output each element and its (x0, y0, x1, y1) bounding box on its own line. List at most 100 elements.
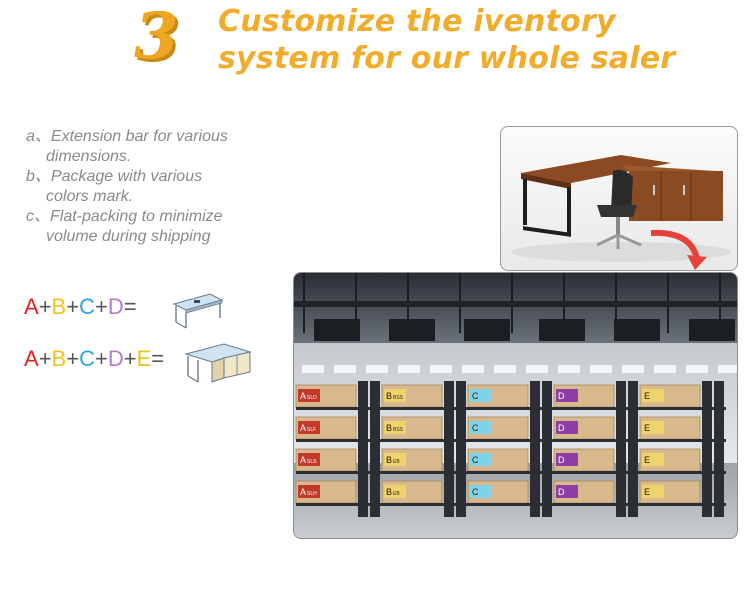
shelf-label-code: EB (393, 491, 400, 497)
shelf-label-letter: E (644, 391, 650, 401)
feature-item-a: a、Extension bar for various dimensions. (26, 127, 228, 167)
shelf-label-letter: D (558, 391, 565, 401)
shelf-label-letter: D (558, 487, 565, 497)
color-tag (470, 453, 492, 466)
shelf-beam (468, 471, 554, 474)
shelf-label-code: BSS (393, 395, 404, 401)
shelf-label-letter: C (472, 455, 479, 465)
color-tag (384, 421, 406, 434)
shelf-label-letter: B (386, 487, 392, 497)
feature-item-b: b、Package with various colors mark. (26, 167, 202, 207)
color-tag (556, 453, 578, 466)
feature-text: Extension bar for various (50, 128, 228, 145)
letter-e: E (136, 346, 152, 371)
office-desk-photo (500, 126, 738, 271)
l-shaped-desk-icon (184, 343, 252, 383)
formula-row-1: A+B+C+D= (24, 295, 137, 319)
feature-marker: b、 (26, 168, 51, 185)
color-tag (470, 421, 492, 434)
wall-window (334, 365, 356, 373)
wall-window (654, 365, 676, 373)
color-tag (384, 485, 406, 498)
plus-sign: + (66, 346, 80, 371)
shelf-beam (296, 439, 382, 442)
simple-desk-icon (172, 293, 224, 329)
ceiling-light-panel (614, 319, 660, 341)
shelf-beam (640, 503, 726, 506)
rack-upright (542, 381, 552, 517)
shelf-beam (468, 407, 554, 410)
feature-marker: a、 (26, 128, 51, 145)
color-tag (470, 389, 492, 402)
shelf-beam (382, 407, 468, 410)
color-tag (384, 389, 406, 402)
wall-window (526, 365, 548, 373)
plus-sign: + (94, 346, 108, 371)
feature-item-c: c、Flat-packing to minimize volume during… (26, 207, 223, 247)
shelf-beam (554, 439, 640, 442)
equals-sign: = (123, 294, 137, 319)
color-tag (556, 389, 578, 402)
ceiling-light-panel (389, 319, 435, 341)
color-tag (298, 421, 320, 434)
shelf-label-code: BSS (393, 427, 404, 433)
shelf-beam (640, 439, 726, 442)
letter-a: A (24, 294, 39, 319)
ceiling-light-panel (464, 319, 510, 341)
letter-a: A (24, 346, 39, 371)
color-tag (384, 453, 406, 466)
wall-window (686, 365, 708, 373)
wall-window (494, 365, 516, 373)
rack-upright (530, 381, 540, 517)
rack-upright (444, 381, 454, 517)
wall-window (430, 365, 452, 373)
plus-sign: + (38, 346, 52, 371)
shelf-label-letter: B (386, 391, 392, 401)
shelf-beam (640, 407, 726, 410)
shelf-label-letter: D (558, 455, 565, 465)
page-title-line2: system for our whole saler (218, 41, 676, 76)
shelf-label-letter: B (386, 423, 392, 433)
rack-upright (358, 381, 368, 517)
formula-row-2: A+B+C+D+E= (24, 347, 164, 371)
shelf-label-letter: C (472, 423, 479, 433)
shelf-label-code: EB (393, 459, 400, 465)
wall-window (590, 365, 612, 373)
ceiling-light-panel (689, 319, 735, 341)
feature-text-cont: volume during shipping (46, 228, 211, 245)
page-title-line1: Customize the iventory (218, 4, 616, 39)
shelf-label-letter: D (558, 423, 565, 433)
shelf-label-letter: A (300, 455, 306, 465)
shelf-label-letter: E (644, 423, 650, 433)
plus-sign: + (123, 346, 137, 371)
letter-d: D (107, 346, 124, 371)
feature-text-cont: dimensions. (46, 148, 132, 165)
color-tag (298, 453, 320, 466)
shelf-label-letter: B (386, 455, 392, 465)
shelf-label-letter: A (300, 391, 306, 401)
shelf-beam (468, 439, 554, 442)
color-tag (642, 453, 664, 466)
step-number: 3 (134, 0, 179, 74)
wall-window (558, 365, 580, 373)
rack-upright (370, 381, 380, 517)
color-tag (642, 485, 664, 498)
ceiling-light-panel (539, 319, 585, 341)
equals-sign: = (151, 346, 165, 371)
rack-upright (456, 381, 466, 517)
wall-window (302, 365, 324, 373)
wall-window (622, 365, 644, 373)
color-tag (642, 389, 664, 402)
plus-sign: + (66, 294, 80, 319)
wall-window (366, 365, 388, 373)
shelf-label-code: SLD (307, 395, 317, 401)
feature-text: Package with various (50, 168, 203, 185)
shelf-beam (296, 471, 382, 474)
rack-upright (702, 381, 712, 517)
shelf-label-letter: A (300, 487, 306, 497)
letter-b: B (51, 346, 67, 371)
letter-d: D (107, 294, 124, 319)
ceiling-beams (294, 273, 737, 373)
shelf-label-code: SLF (307, 427, 316, 433)
